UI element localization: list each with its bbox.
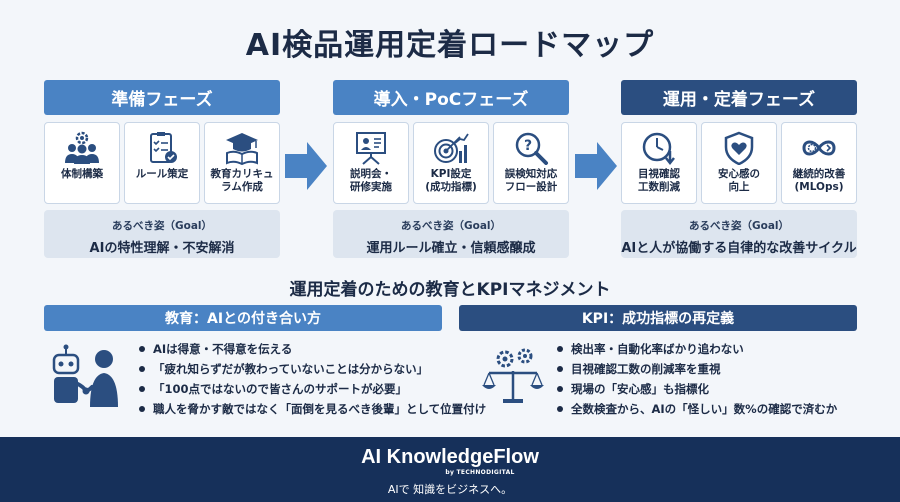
robot-human-handshake-icon: [52, 344, 118, 407]
scale-gears-icon: [482, 348, 544, 403]
card-label: 体制構築: [61, 168, 103, 180]
list-item: 目視確認工数の削減率を重視: [557, 359, 837, 379]
graduation-book-icon: [226, 133, 258, 165]
phase-introduction-poc: 導入・PoCフェーズ 説明会・ 研修実施: [333, 80, 569, 258]
svg-text:?: ?: [524, 138, 532, 154]
card-label: 安心感の 向上: [718, 168, 760, 193]
bullet-text: AIは得意・不得意を伝える: [153, 342, 293, 356]
card-label: KPI設定 (成功指標): [425, 168, 477, 193]
bullet-text: 全数検査から、AIの「怪しい」数%の確認で済むか: [571, 402, 838, 416]
goal-label: あるべき姿（Goal）: [400, 220, 502, 232]
goal-label: あるべき姿（Goal）: [688, 220, 790, 232]
card-team-building: 体制構築: [44, 122, 120, 204]
phase-header: 準備フェーズ: [44, 80, 280, 115]
kpi-header: KPI：成功指標の再定義: [459, 305, 857, 331]
presentation-icon: [356, 132, 386, 165]
clock-down-icon: [642, 132, 675, 165]
bullet-icon: [557, 366, 563, 372]
phase-header: 運用・定着フェーズ: [621, 80, 857, 115]
goal-text: AIの特性理解・不安解消: [89, 241, 235, 256]
brand-tagline: AIで 知識をビジネスへ。: [387, 483, 513, 496]
bullet-text: 目視確認工数の削減率を重視: [571, 362, 721, 376]
goal-text: 運用ルール確立・信頼感醸成: [366, 241, 536, 256]
team-gear-icon: [65, 131, 99, 164]
goal-box: あるべき姿（Goal） 運用ルール確立・信頼感醸成: [333, 210, 569, 258]
arrow-right-icon: [285, 142, 327, 190]
card-reassurance: 安心感の 向上: [701, 122, 777, 204]
card-label: 説明会・ 研修実施: [350, 168, 392, 193]
bullet-text: 検出率・自動化率ばかり追わない: [571, 342, 744, 356]
phase-operation: 運用・定着フェーズ 目視確認 工数削減 安心感の 向上: [621, 80, 857, 258]
card-training: 説明会・ 研修実施: [333, 122, 409, 204]
card-label: 目視確認 工数削減: [638, 168, 680, 193]
brand-byline: by TECHNODIGITAL: [445, 469, 515, 476]
list-item: 職人を脅かす敵ではなく「面倒を見るべき後輩」として位置付け: [139, 399, 486, 419]
kpi-section: KPI：成功指標の再定義 検出率・自動化率ばかり追わない 目視確認工数の削減率を…: [459, 305, 857, 416]
card-label: 継続的改善 (MLOps): [792, 168, 846, 193]
list-item: AIは得意・不得意を伝える: [139, 339, 486, 359]
education-section: 教育：AIとの付き合い方 AIは得意・不得意を伝える 「疲れ知らずだが教わってい…: [44, 305, 486, 416]
card-rule-setting: ルール策定: [124, 122, 200, 204]
section-subtitle: 運用定着のための教育とKPIマネジメント: [289, 280, 611, 300]
education-header: 教育：AIとの付き合い方: [44, 305, 442, 331]
card-label: ルール策定: [135, 168, 189, 180]
card-false-detection-flow: ? 誤検知対応 フロー設計: [493, 122, 569, 204]
bullet-text: 「疲れ知らずだが教わっていないことは分からない」: [153, 362, 429, 376]
list-item: 検出率・自動化率ばかり追わない: [557, 339, 837, 359]
page-title: AI検品運用定着ロードマップ: [245, 28, 655, 63]
target-chart-icon: [434, 133, 469, 163]
brand-logo-text: AI KnowledgeFlow: [361, 446, 539, 468]
bullet-text: 職人を脅かす敵ではなく「面倒を見るべき後輩」として位置付け: [153, 402, 487, 416]
card-workload-reduction: 目視確認 工数削減: [621, 122, 697, 204]
bullet-icon: [557, 386, 563, 392]
goal-box: あるべき姿（Goal） AIの特性理解・不安解消: [44, 210, 280, 258]
list-item: 「疲れ知らずだが教わっていないことは分からない」: [139, 359, 486, 379]
goal-label: あるべき姿（Goal）: [111, 220, 213, 232]
checklist-icon: [150, 132, 177, 163]
arrow-right-icon: [575, 142, 617, 190]
bullet-icon: [557, 406, 563, 412]
goal-box: あるべき姿（Goal） AIと人が協働する自律的な改善サイクル: [621, 210, 857, 258]
bullet-text: 現場の「安心感」も指標化: [571, 382, 709, 396]
card-label: 教育カリキュ ラム作成: [210, 168, 274, 193]
bullet-icon: [557, 346, 563, 352]
list-item: 現場の「安心感」も指標化: [557, 379, 837, 399]
card-curriculum: 教育カリキュ ラム作成: [204, 122, 280, 204]
card-kpi-setting: KPI設定 (成功指標): [413, 122, 489, 204]
bullet-icon: [139, 366, 145, 372]
infinity-gear-icon: [802, 140, 836, 156]
kpi-bullet-list: 検出率・自動化率ばかり追わない 目視確認工数の削減率を重視 現場の「安心感」も指…: [557, 339, 837, 419]
goal-text: AIと人が協働する自律的な改善サイクル: [621, 241, 857, 256]
card-label: 誤検知対応 フロー設計: [504, 168, 558, 193]
bullet-text: 「100点ではないので皆さんのサポートが必要」: [153, 382, 408, 396]
phase-header: 導入・PoCフェーズ: [333, 80, 569, 115]
magnifier-question-icon: ?: [515, 132, 548, 165]
footer-banner: AI KnowledgeFlow by TECHNODIGITAL AIで 知識…: [0, 437, 900, 502]
education-bullet-list: AIは得意・不得意を伝える 「疲れ知らずだが教わっていないことは分からない」 「…: [139, 339, 486, 419]
shield-heart-icon: [724, 131, 754, 165]
bullet-icon: [139, 386, 145, 392]
phase-preparation: 準備フェーズ 体制構築: [44, 80, 280, 258]
card-continuous-improvement: 継続的改善 (MLOps): [781, 122, 857, 204]
bullet-icon: [139, 406, 145, 412]
bullet-icon: [139, 346, 145, 352]
list-item: 全数検査から、AIの「怪しい」数%の確認で済むか: [557, 399, 837, 419]
list-item: 「100点ではないので皆さんのサポートが必要」: [139, 379, 486, 399]
